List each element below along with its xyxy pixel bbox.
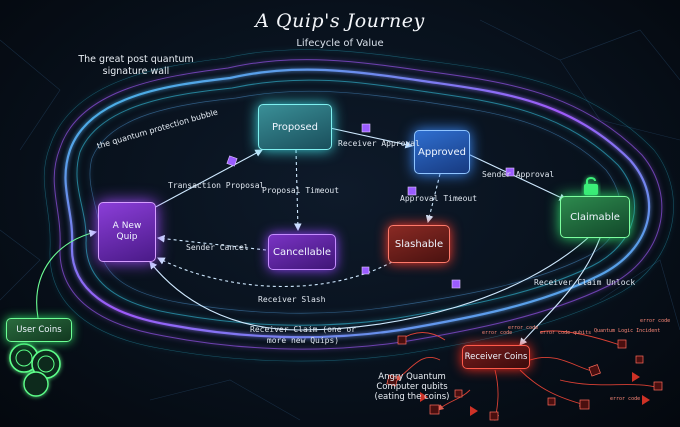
edge-proposal-timeout <box>293 149 302 232</box>
label-transaction-proposal: Transaction Proposal <box>168 181 265 190</box>
label-sender-approval: Sender Approval <box>482 170 555 179</box>
node-new-quip-label: A New Quip <box>112 221 142 242</box>
node-new-quip[interactable]: A New Quip <box>98 202 156 262</box>
label-receiver-slash: Receiver Slash <box>258 295 326 304</box>
node-proposed[interactable]: Proposed <box>258 104 332 150</box>
error-label: error code <box>610 396 641 402</box>
protection-bubble <box>43 49 674 362</box>
edge-receiver-approval <box>329 127 414 149</box>
quip-cubes <box>226 123 515 289</box>
label-receiver-claim: Receiver Claim (one or more new Quips) <box>250 325 356 345</box>
edge-sender-cancel <box>156 234 267 251</box>
user-coins-stack-icon <box>9 343 61 397</box>
node-cancellable[interactable]: Cancellable <box>268 234 336 270</box>
edge-approval-timeout <box>425 173 441 224</box>
unlock-icon <box>584 177 598 195</box>
error-label: error code <box>508 325 539 331</box>
node-slashable[interactable]: Slashable <box>388 225 450 263</box>
node-user-coins[interactable]: User Coins <box>6 318 72 342</box>
error-label: error code <box>640 318 671 324</box>
error-label: error code qubits <box>540 330 592 336</box>
edge-sender-approval <box>467 153 567 201</box>
label-receiver-claim-unlock: Receiver Claim Unlock <box>534 278 636 287</box>
wall-note: The great post quantum signature wall <box>78 54 194 77</box>
node-receiver-coins[interactable]: Receiver Coins <box>462 345 530 369</box>
node-approved[interactable]: Approved <box>414 130 470 174</box>
edge-receiver-claim <box>149 235 591 331</box>
background-network <box>0 19 680 421</box>
angry-qubit-swarm <box>386 330 663 421</box>
page-subtitle: Lifecycle of Value <box>296 38 384 49</box>
page-title: A Quip's Journey <box>255 10 425 32</box>
label-receiver-approval: Receiver Approval <box>338 139 420 148</box>
edge-transaction-proposal <box>149 149 263 211</box>
edge-receiver-claim-unlock <box>519 237 601 346</box>
label-sender-cancel: Sender Cancel <box>186 243 249 252</box>
angry-qubits-note: Angry Quantum Computer qubits (eating th… <box>374 372 450 402</box>
label-proposal-timeout: Proposal Timeout <box>262 186 340 195</box>
error-label: Quantum Logic Incident <box>594 328 661 334</box>
node-claimable[interactable]: Claimable <box>560 196 630 238</box>
error-label: error code <box>482 330 513 336</box>
edge-user-coins-deposit <box>36 229 98 319</box>
label-approval-timeout: Approval Timeout <box>400 194 478 203</box>
